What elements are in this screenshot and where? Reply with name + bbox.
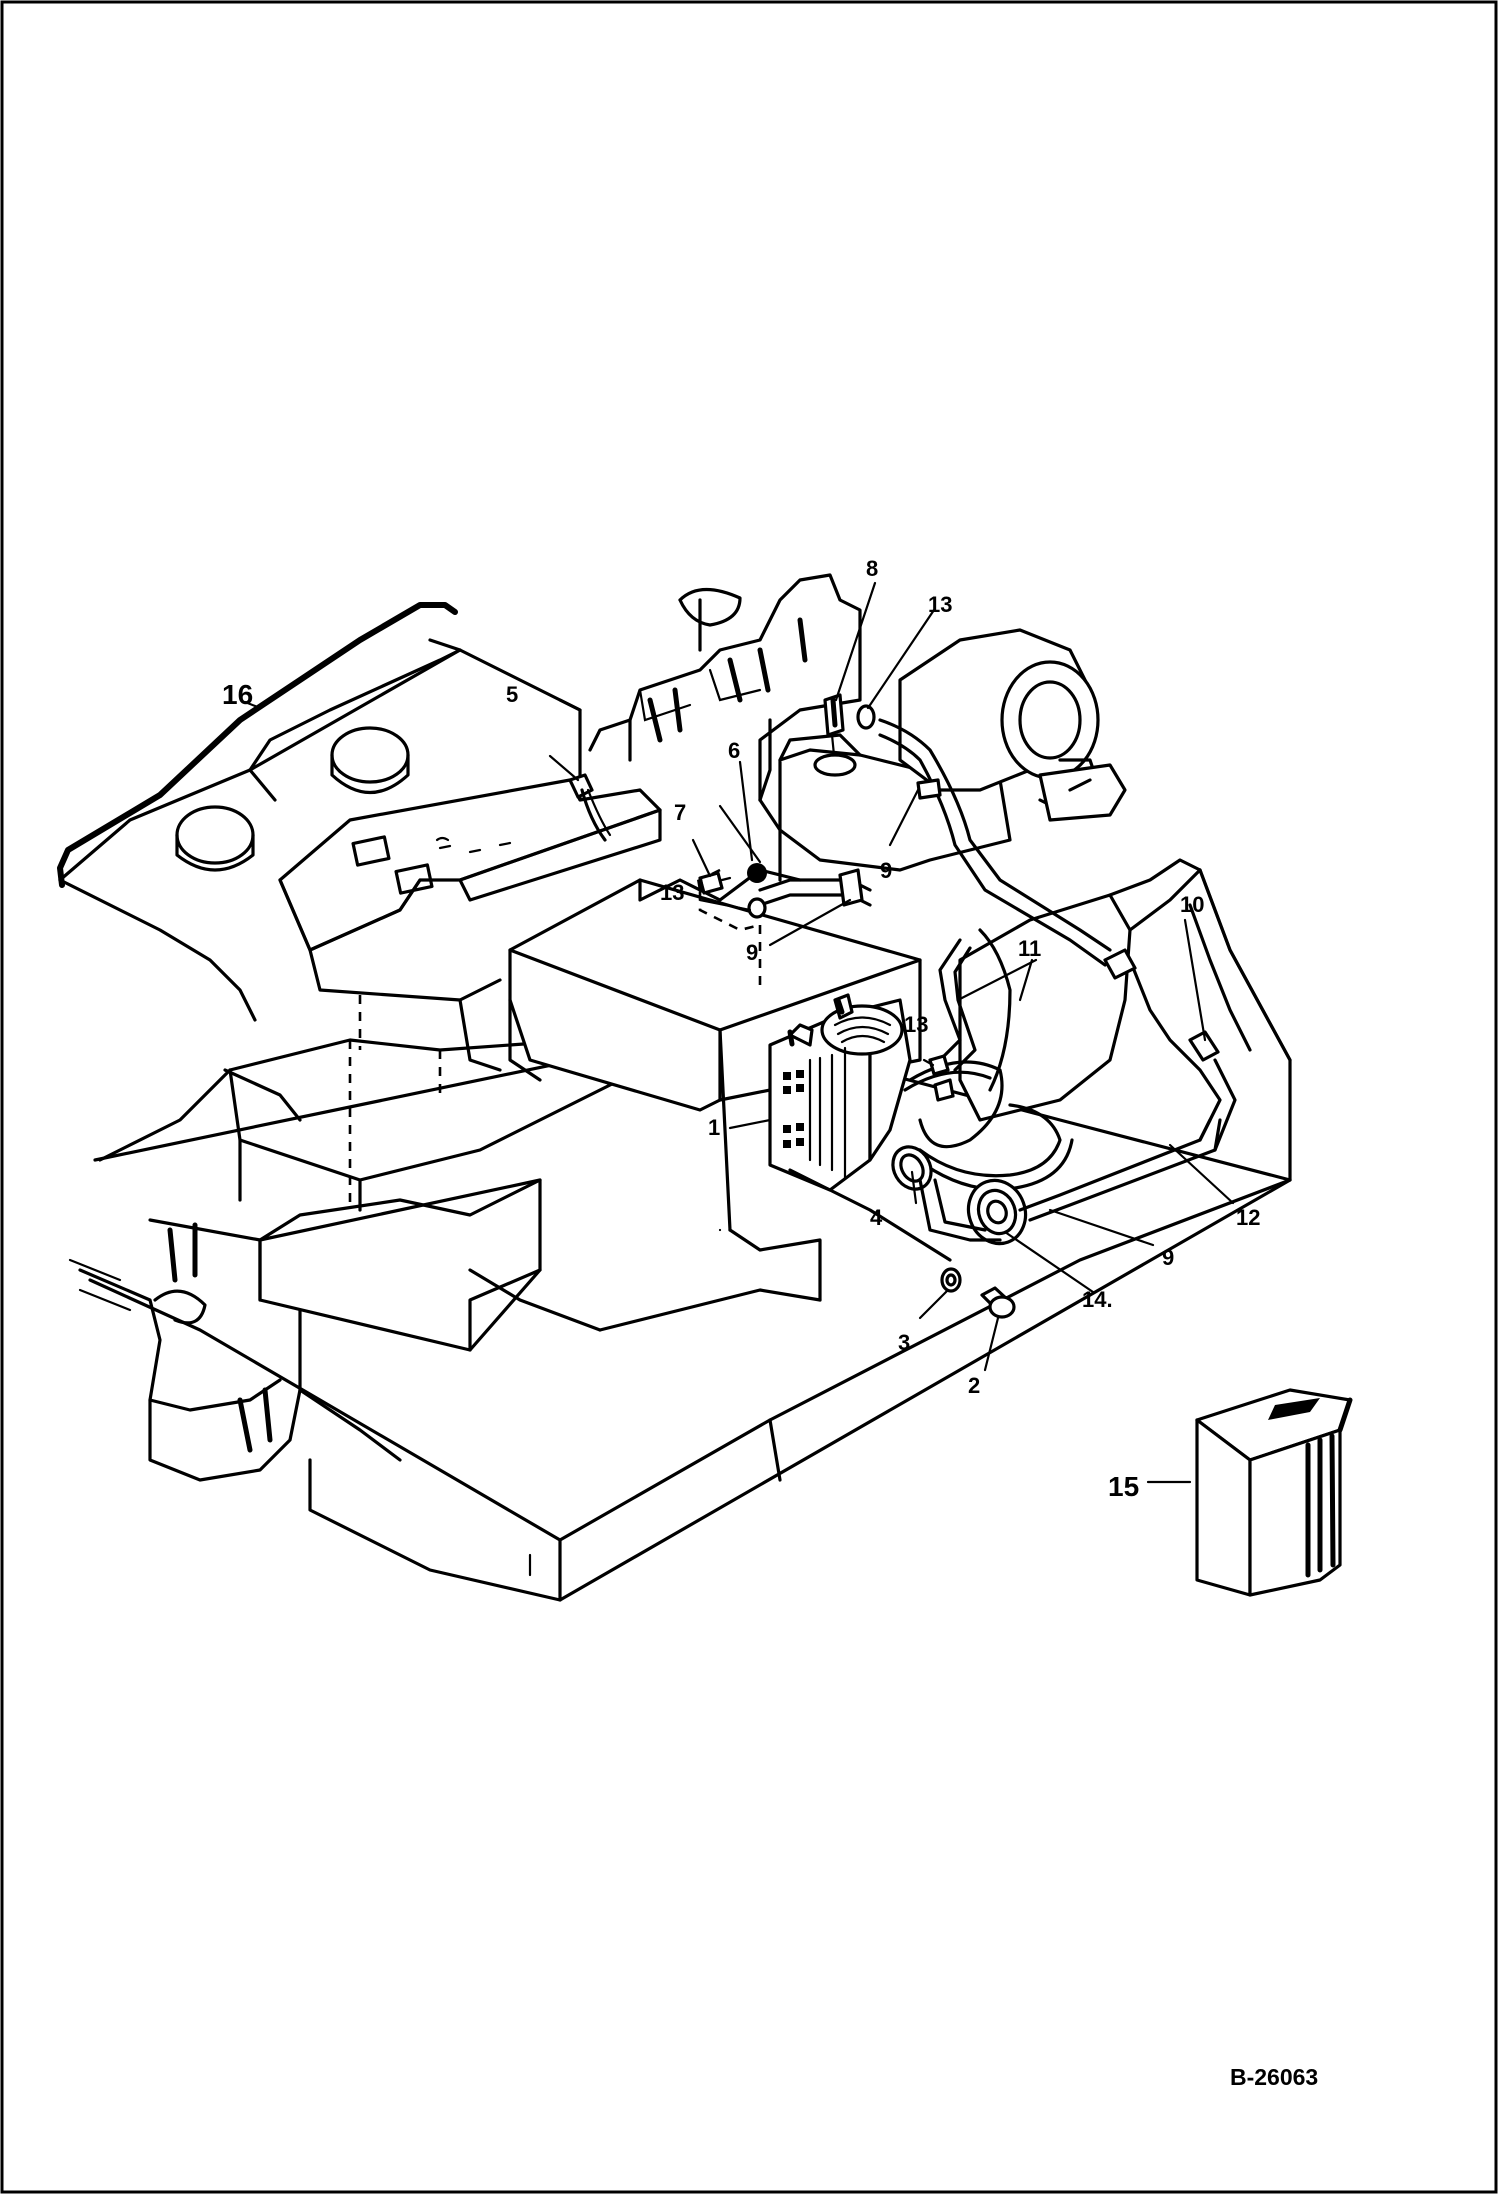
callout-6: 6 (728, 738, 740, 763)
callout-15: 15 (1108, 1471, 1139, 1502)
callout-14: 14. (1082, 1287, 1113, 1312)
engine-covers (57, 602, 662, 1072)
callout-5: 5 (506, 682, 518, 707)
callout-4: 4 (870, 1205, 883, 1230)
callout-11: 11 (1018, 936, 1041, 961)
callout-3: 3 (898, 1330, 910, 1355)
callout-7: 7 (674, 800, 686, 825)
heater-unit (768, 993, 912, 1192)
callout-9-bottom: 9 (1162, 1245, 1174, 1270)
callout-13-left: 13 (660, 880, 684, 905)
wiring-harness (57, 602, 458, 888)
callout-9-top: 9 (880, 858, 892, 883)
callout-16: 16 (222, 679, 253, 710)
callout-1: 1 (708, 1115, 720, 1140)
callout-2: 2 (968, 1373, 980, 1398)
operation-manual-box (1195, 1388, 1353, 1597)
callout-13-right: 13 (904, 1012, 928, 1037)
callout-10: 10 (1180, 892, 1204, 917)
callout-8: 8 (866, 556, 878, 581)
filler-cap-1 (330, 726, 410, 784)
drawing-code: B-26063 (1230, 2064, 1318, 2090)
air-cleaner (898, 628, 1127, 822)
callout-12: 12 (1236, 1205, 1260, 1230)
hydraulic-tank (958, 858, 1292, 1122)
leader-lines (243, 581, 1235, 1484)
filler-cap-2 (175, 805, 255, 865)
machine-frame (68, 868, 1292, 1602)
callout-labels: 8 13 5 16 6 7 9 13 9 10 11 13 1 4 12 9 1… (222, 556, 1260, 1502)
small-parts (568, 693, 1016, 1319)
callout-9-mid: 9 (746, 940, 758, 965)
callout-13-top: 13 (928, 592, 952, 617)
